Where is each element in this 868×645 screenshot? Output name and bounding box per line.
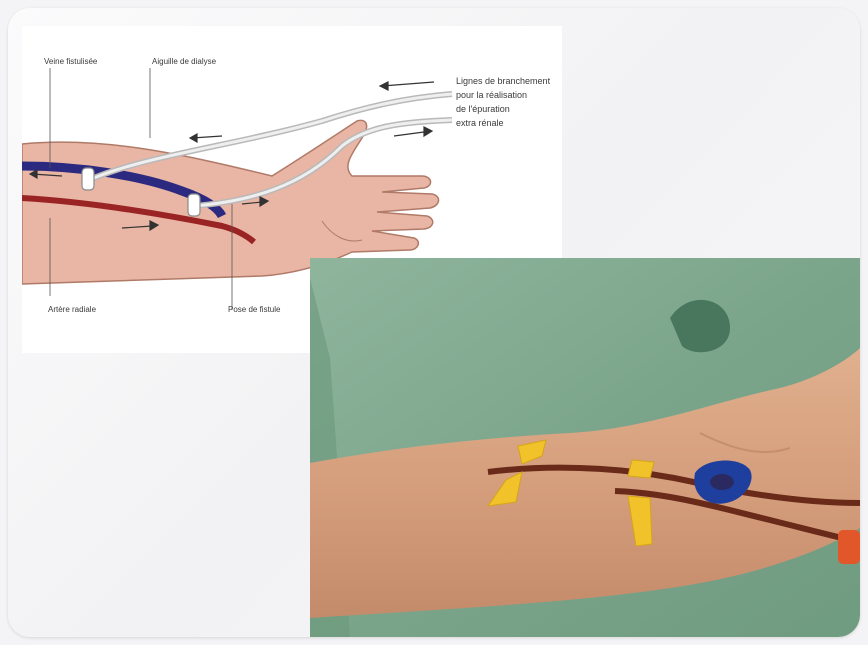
needle-clip-2 [188, 194, 200, 216]
label-aiguille: Aiguille de dialyse [152, 56, 216, 67]
photo-scene [310, 258, 860, 637]
label-lignes-line3: de l'épuration [456, 102, 510, 116]
orange-connector [838, 530, 860, 564]
dialysis-photo [310, 258, 860, 637]
label-lignes-line1: Lignes de branchement [456, 74, 550, 88]
label-pose-fistule: Pose de fistule [228, 304, 280, 315]
label-lignes-line2: pour la réalisation [456, 88, 527, 102]
label-veine-fistulisee: Veine fistulisée [44, 56, 97, 67]
image-card: Veine fistulisée Aiguille de dialyse Lig… [8, 8, 860, 637]
label-lignes-line4: extra rénale [456, 116, 504, 130]
needle-clip-1 [82, 168, 94, 190]
label-artere-radiale: Artère radiale [48, 304, 96, 315]
